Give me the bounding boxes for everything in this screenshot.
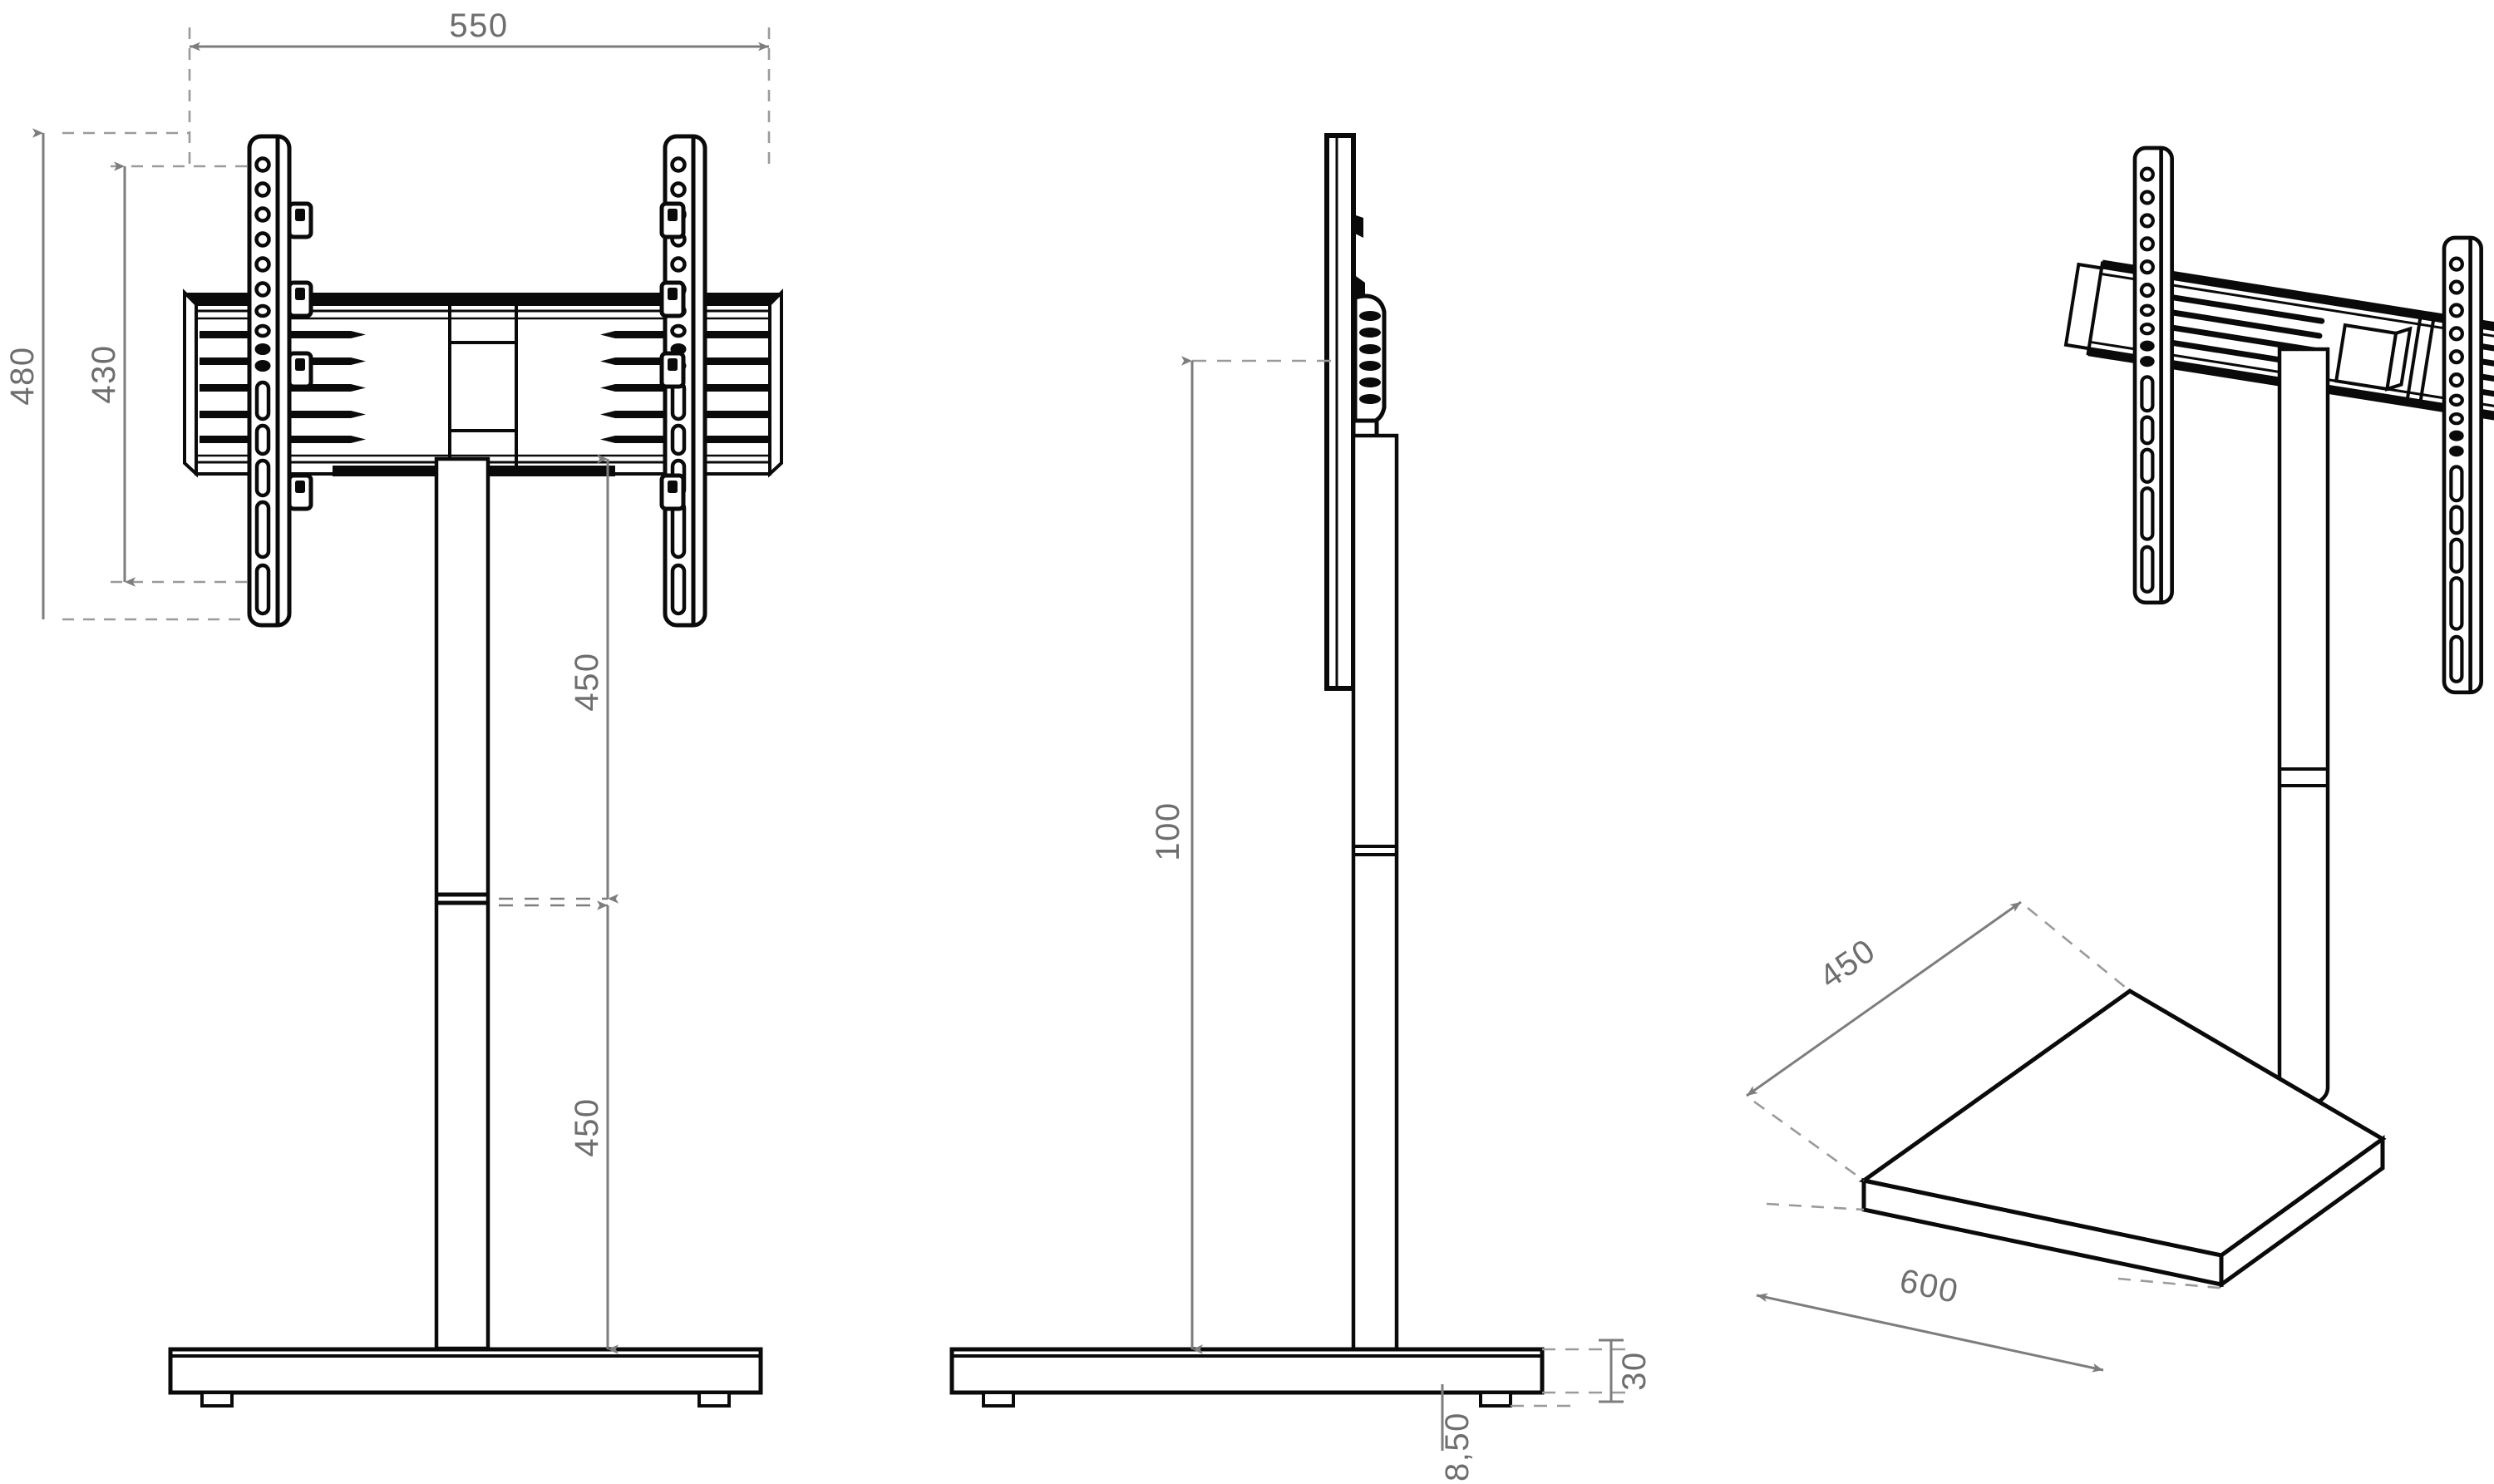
- iso-base-plate: [1858, 989, 2387, 1289]
- dimension-100-label: 100: [1150, 801, 1186, 860]
- iso-right-vesa-strap: [2444, 238, 2482, 693]
- dimension-600-width-label: 600: [1896, 1262, 1962, 1310]
- dimension-600-width: 600: [1756, 1202, 2229, 1373]
- isometric-view: 450 600: [1746, 148, 2494, 1373]
- dimension-30-label: 30: [1616, 1351, 1653, 1391]
- side-column: [1351, 433, 1399, 1353]
- dimension-450-upper: 450: [569, 454, 619, 904]
- side-screen-profile: [1324, 133, 1356, 691]
- front-left-vesa-strap: [249, 136, 289, 625]
- dimension-480-label: 480: [4, 346, 41, 405]
- side-base-extension-lines: [1511, 1348, 1631, 1408]
- outer-fin-stubs: [200, 331, 768, 443]
- dimension-480: 480: [4, 128, 45, 619]
- front-joint-leader: [499, 897, 608, 907]
- dimension-430-label: 430: [86, 344, 122, 403]
- dimension-550-label: 550: [449, 7, 508, 44]
- front-column: [434, 456, 490, 1351]
- front-base-plate: [168, 1347, 763, 1408]
- iso-column: [2277, 347, 2330, 1108]
- dimension-30: 30: [1599, 1339, 1653, 1403]
- side-bracket-profile: [1351, 214, 1387, 446]
- dimension-450-lower-label: 450: [569, 1097, 605, 1156]
- front-view: 550 480 430: [4, 7, 783, 1408]
- side-view: 100 30 8,50: [949, 133, 1653, 1482]
- dimension-430: 430: [86, 161, 136, 587]
- dimension-550: 550: [190, 7, 769, 52]
- dimension-8-50: 8,50: [1439, 1384, 1476, 1482]
- dimension-450-depth-label: 450: [1813, 932, 1883, 996]
- iso-left-vesa-strap: [2135, 148, 2172, 603]
- dimension-100: 100: [1150, 356, 1338, 1354]
- dimension-450-lower: 450: [569, 900, 619, 1354]
- dimension-8-50-label: 8,50: [1439, 1412, 1476, 1482]
- front-vesa-rail-assembly: [183, 288, 783, 478]
- side-base-plate: [949, 1347, 1545, 1408]
- dimension-450-upper-label: 450: [569, 652, 605, 711]
